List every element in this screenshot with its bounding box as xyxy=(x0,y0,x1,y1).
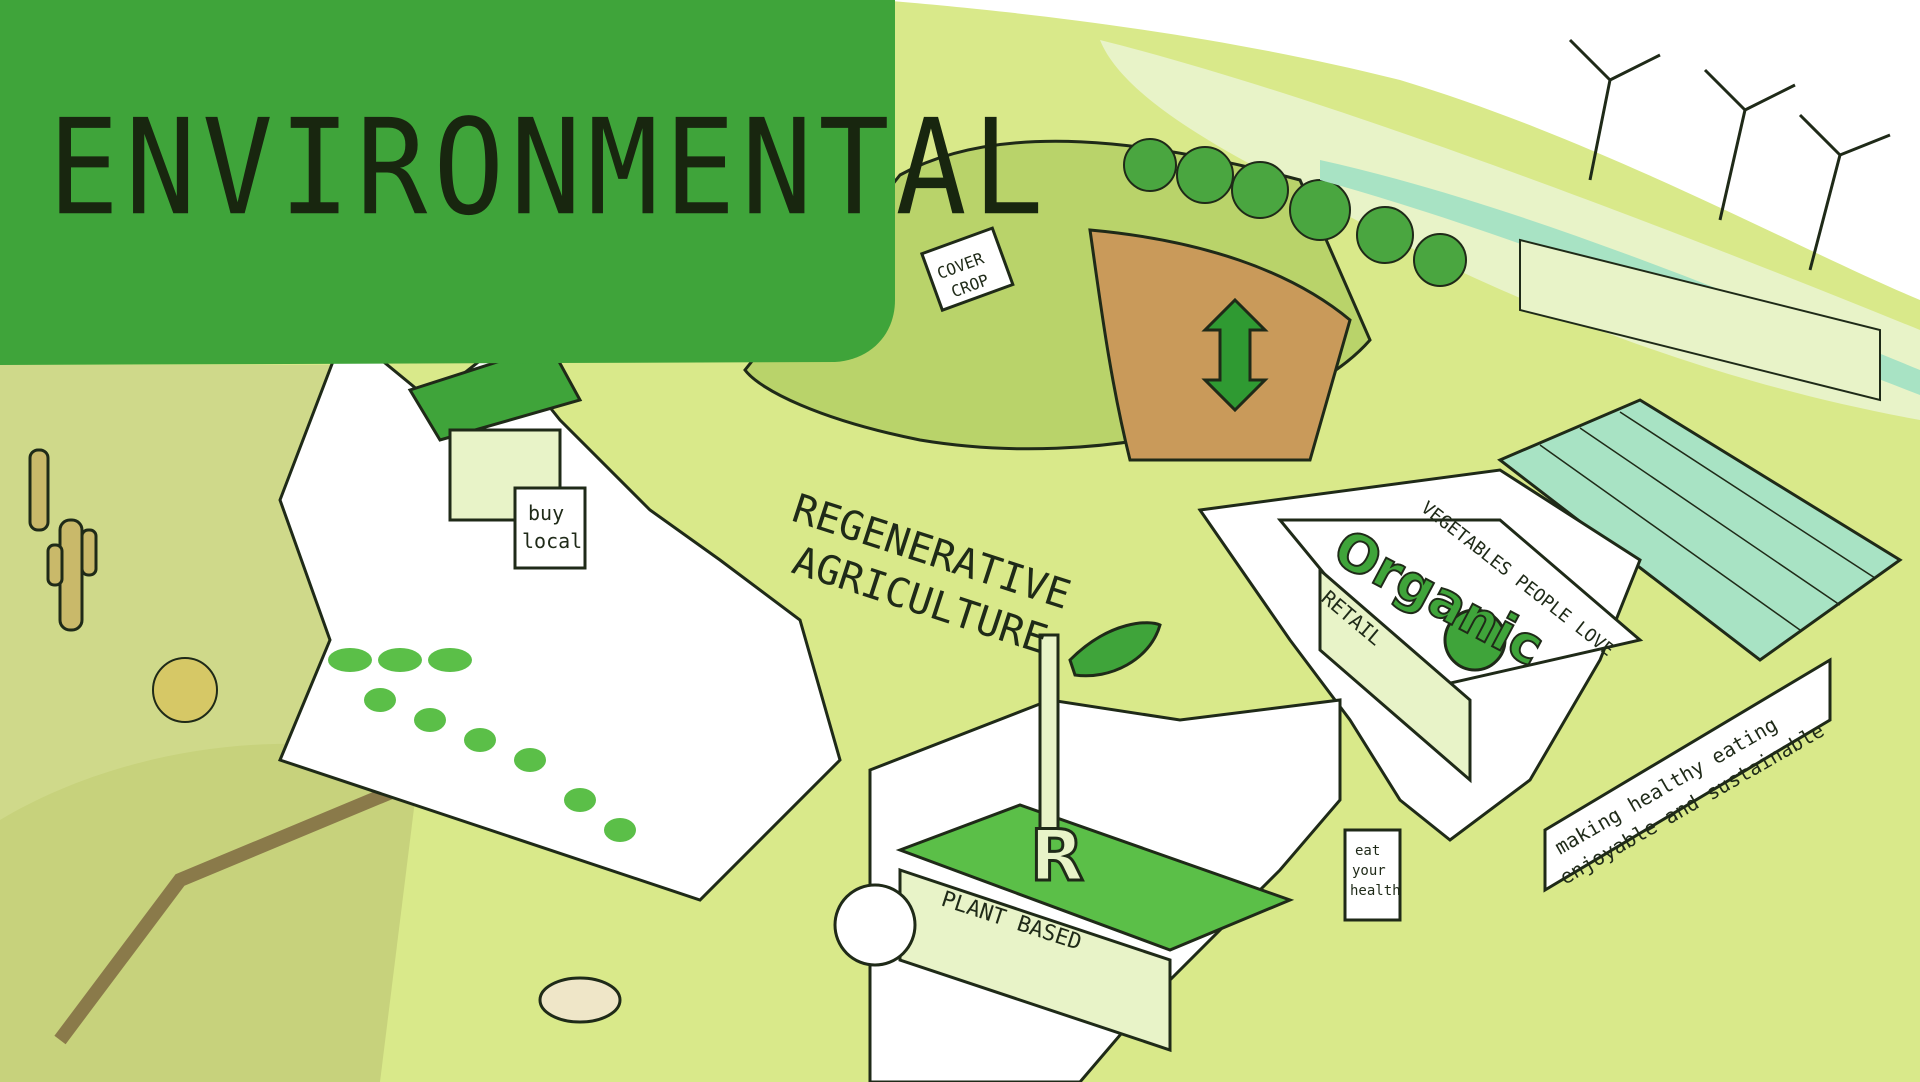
banner xyxy=(1543,657,1832,893)
up-down-arrow-icon xyxy=(1201,297,1269,413)
factory xyxy=(1519,238,1881,402)
title-panel xyxy=(0,0,895,365)
tree-row xyxy=(1123,138,1467,287)
restaurant-green-roof xyxy=(895,803,1295,952)
buy-local-text-2: local xyxy=(522,529,582,553)
skull-icon xyxy=(538,976,622,1024)
tumbleweed-icon xyxy=(152,657,218,723)
sky-area xyxy=(880,0,1920,300)
page-title: ENVIRONMENTAL xyxy=(48,90,1050,245)
title-panel-fill xyxy=(0,0,895,365)
cover-crop-sign xyxy=(919,226,1015,313)
organic-logo-icon xyxy=(1443,608,1507,672)
store-front xyxy=(1318,566,1472,784)
eat-sign-text-3: health xyxy=(1350,883,1401,899)
fence xyxy=(54,773,423,1045)
buy-local-text-1: buy xyxy=(528,501,564,525)
chimney xyxy=(1038,633,1060,837)
crop-rows xyxy=(328,648,636,842)
eat-sign-text-2: your xyxy=(1352,863,1386,879)
cactus-icon xyxy=(28,448,98,632)
eat-sign-text-1: eat xyxy=(1355,843,1380,859)
market-stall xyxy=(448,428,562,522)
eat-your-health-sign xyxy=(1343,828,1402,922)
buy-local-sign xyxy=(513,486,587,570)
leaf-icon xyxy=(1068,621,1162,678)
wind-turbine-icon xyxy=(1568,38,1891,271)
solar-panels xyxy=(1497,398,1903,662)
umbrella-icon xyxy=(833,883,917,967)
restaurant-letter: R xyxy=(1030,815,1084,897)
solar-panel-grid xyxy=(1539,411,1876,631)
